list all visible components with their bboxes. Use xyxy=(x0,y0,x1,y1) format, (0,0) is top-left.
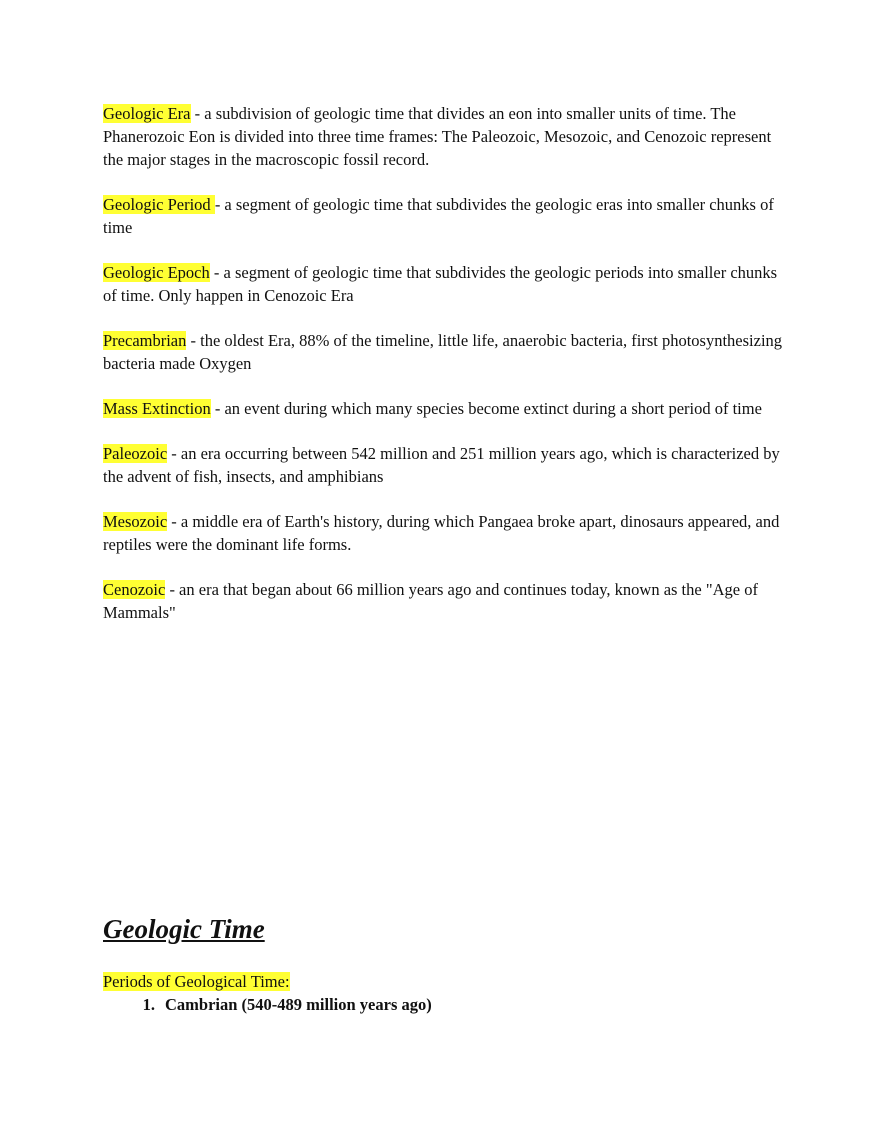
definition-mass-extinction: Mass Extinction - an event during which … xyxy=(103,397,783,420)
term-geologic-epoch: Geologic Epoch xyxy=(103,263,210,282)
definition-text: - the oldest Era, 88% of the timeline, l… xyxy=(103,331,783,373)
definition-geologic-epoch: Geologic Epoch - a segment of geologic t… xyxy=(103,261,783,307)
list-item: 1. Cambrian (540-489 million years ago) xyxy=(103,993,783,1016)
definition-paleozoic: Paleozoic - an era occurring between 542… xyxy=(103,442,783,488)
definition-text: - an event during which many species bec… xyxy=(210,399,762,418)
periods-label: Periods of Geological Time: xyxy=(103,970,290,993)
periods-label-text: Periods of Geological Time: xyxy=(103,972,290,991)
definition-text: - an era that began about 66 million yea… xyxy=(103,580,758,622)
period-list: 1. Cambrian (540-489 million years ago) xyxy=(103,993,783,1016)
definition-mesozoic: Mesozoic - a middle era of Earth's histo… xyxy=(103,510,783,556)
definition-text: - a subdivision of geologic time that di… xyxy=(103,104,772,169)
definitions-list: Geologic Era - a subdivision of geologic… xyxy=(103,102,783,646)
term-precambrian: Precambrian xyxy=(103,331,187,350)
definition-geologic-era: Geologic Era - a subdivision of geologic… xyxy=(103,102,783,171)
definition-precambrian: Precambrian - the oldest Era, 88% of the… xyxy=(103,329,783,375)
definition-cenozoic: Cenozoic - an era that began about 66 mi… xyxy=(103,578,783,624)
section-title: Geologic Time xyxy=(103,914,265,944)
term-mesozoic: Mesozoic xyxy=(103,512,168,531)
list-item-label: Cambrian (540-489 million years ago) xyxy=(165,995,432,1014)
term-geologic-era: Geologic Era xyxy=(103,104,191,123)
term-paleozoic: Paleozoic xyxy=(103,444,168,463)
definition-text: - a segment of geologic time that subdiv… xyxy=(103,263,778,305)
definition-text: - a middle era of Earth's history, durin… xyxy=(103,512,780,554)
definition-text: - a segment of geologic time that subdiv… xyxy=(103,195,774,237)
list-item-number: 1. xyxy=(142,995,155,1014)
term-mass-extinction: Mass Extinction xyxy=(103,399,211,418)
term-geologic-period: Geologic Period xyxy=(103,195,215,214)
term-cenozoic: Cenozoic xyxy=(103,580,166,599)
definition-geologic-period: Geologic Period - a segment of geologic … xyxy=(103,193,783,239)
definition-text: - an era occurring between 542 million a… xyxy=(103,444,780,486)
